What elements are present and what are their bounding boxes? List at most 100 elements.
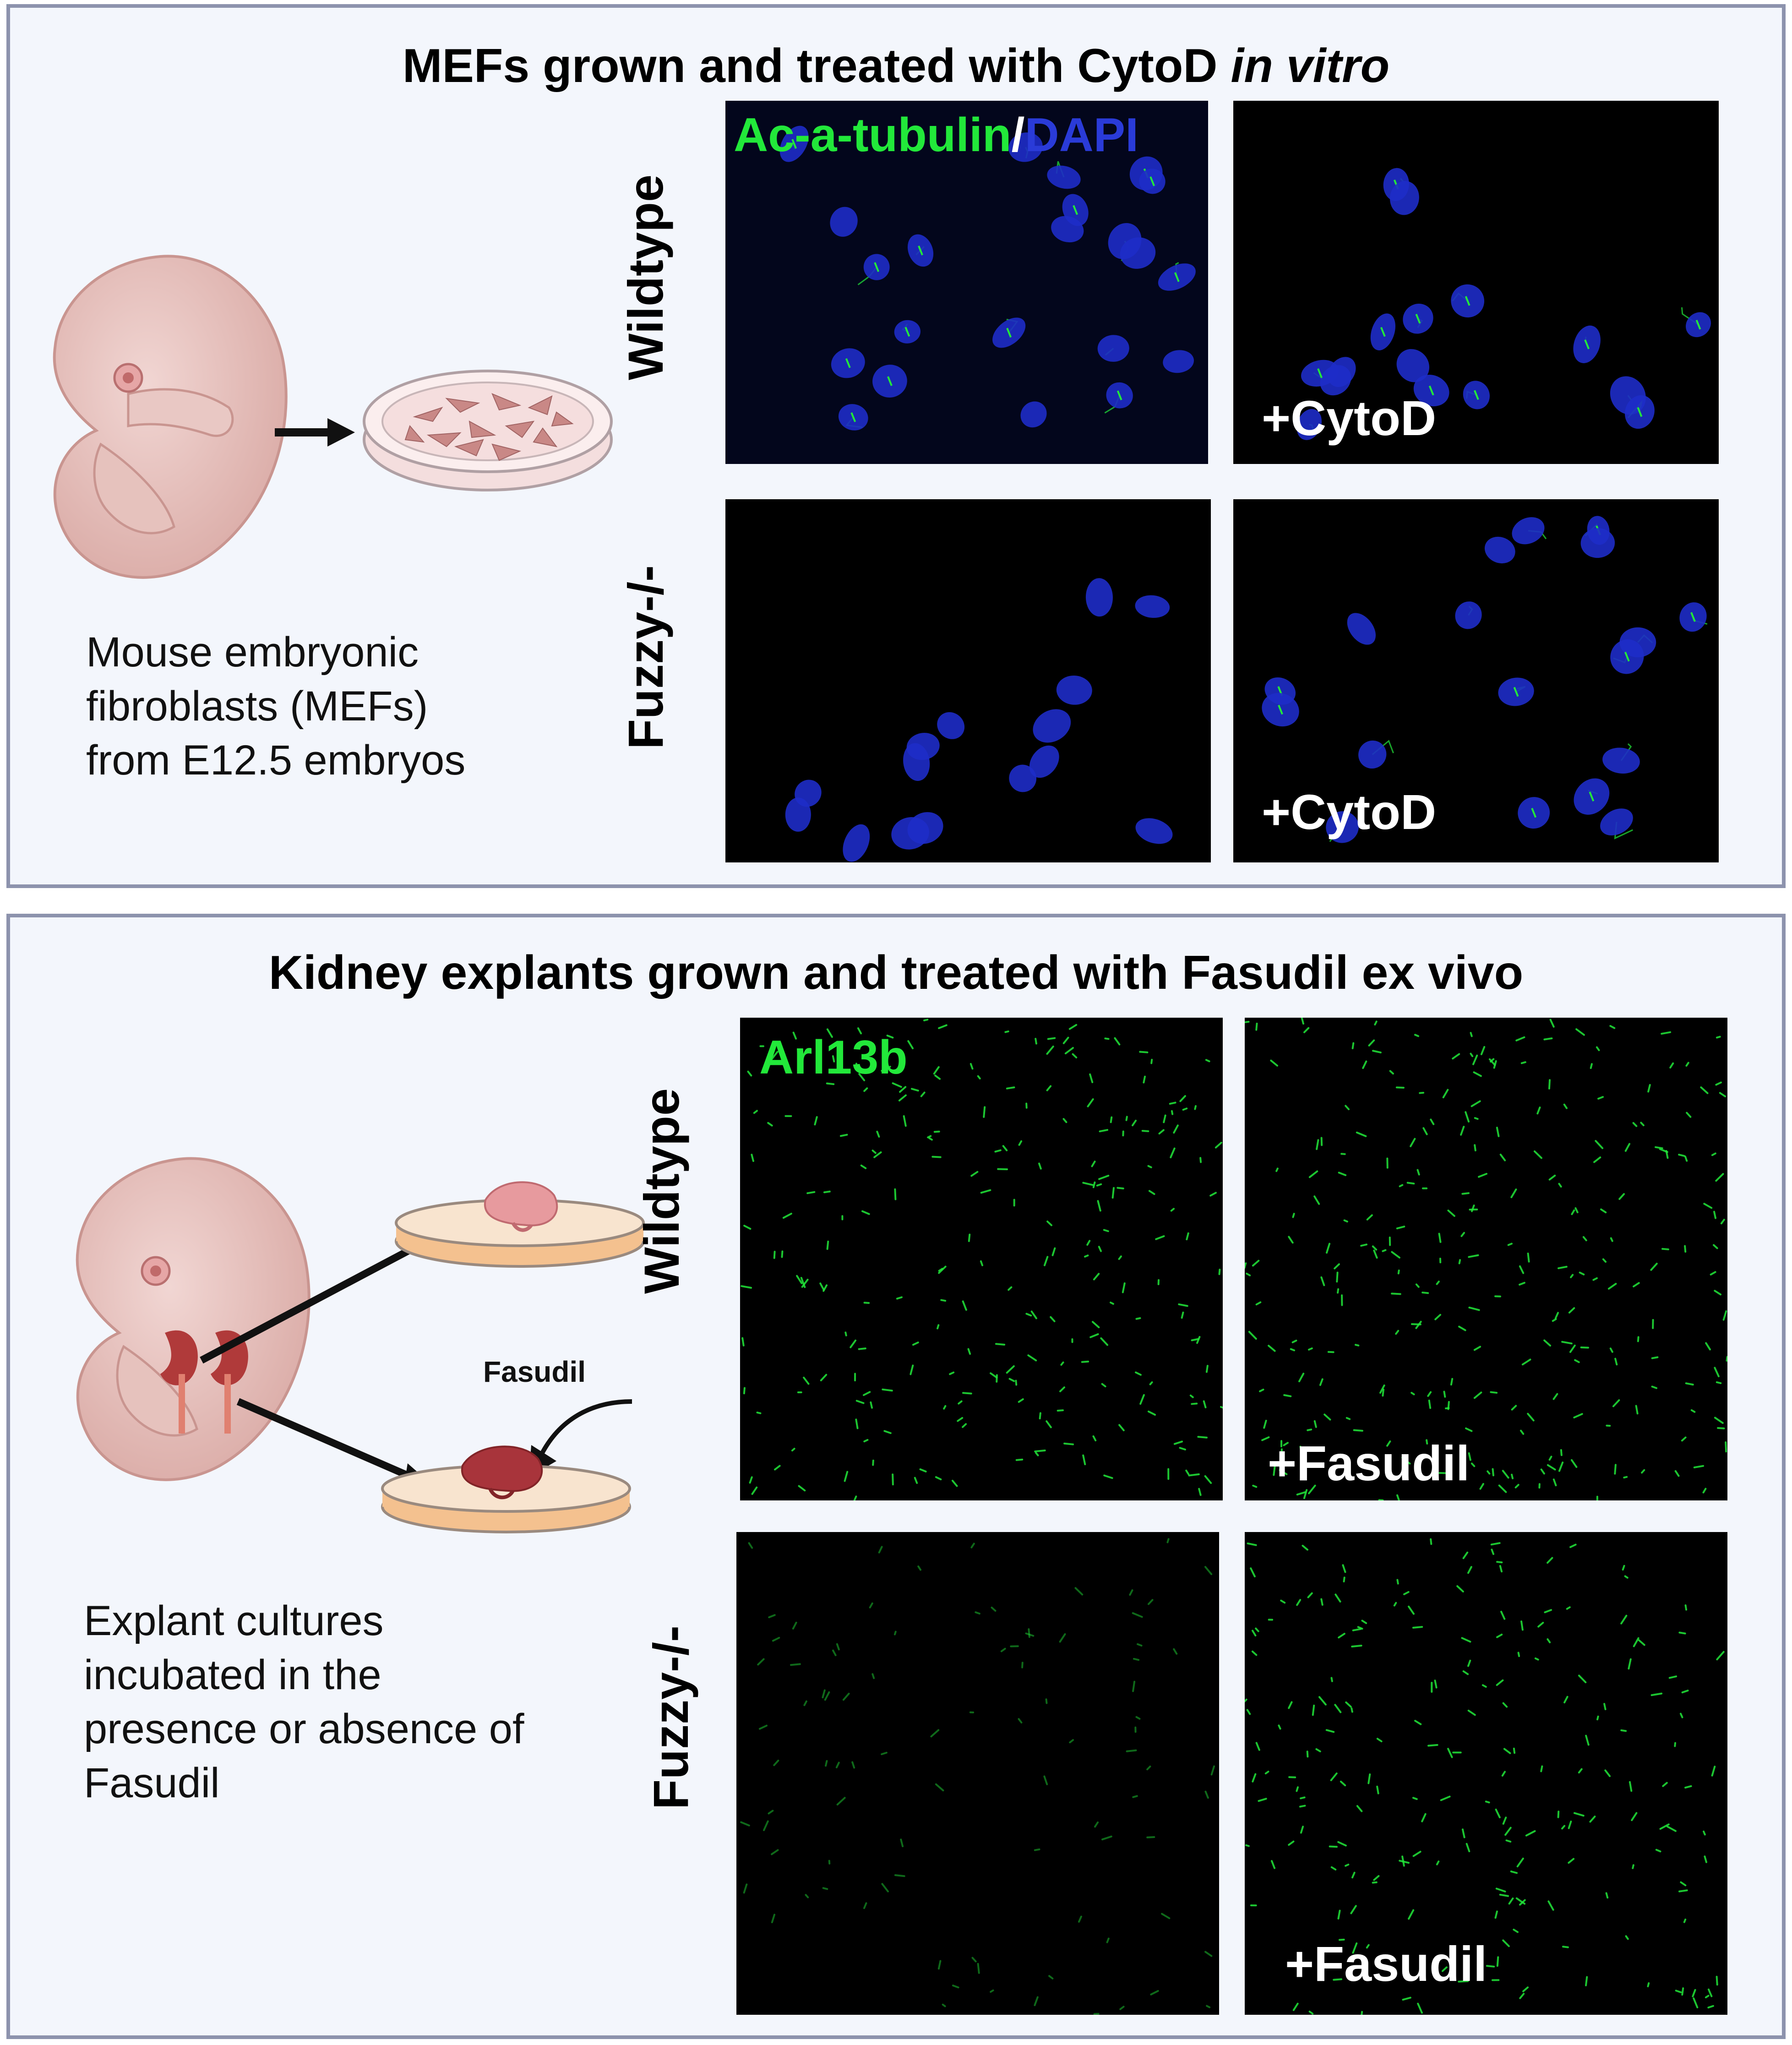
cilium-mark [1416, 1169, 1420, 1176]
cilium-mark [1255, 1742, 1260, 1751]
cilium-mark [1191, 1338, 1199, 1342]
cilium-mark [1043, 1775, 1048, 1785]
cilium-mark [1106, 1937, 1110, 1943]
cilium-mark [900, 1838, 904, 1848]
cilium-mark [1713, 1211, 1716, 1219]
cilium-mark [970, 1171, 979, 1177]
cilium-mark [1302, 1544, 1308, 1551]
cilium-mark [1255, 1022, 1258, 1031]
cilium-mark [1685, 1382, 1694, 1386]
cilium-mark [1520, 1620, 1524, 1631]
cilium-mark [1324, 1413, 1331, 1421]
cilium-mark [1158, 1129, 1165, 1135]
cilium-mark [1614, 1464, 1617, 1475]
cilium-mark [1060, 1361, 1064, 1366]
cilium-mark [844, 1471, 849, 1482]
cilium-mark [920, 1091, 926, 1097]
cilium-mark [927, 1135, 932, 1139]
cilium-mark [1021, 1662, 1024, 1669]
cilium-mark [1422, 1292, 1429, 1294]
cilium-mark [1204, 1475, 1212, 1484]
cilium-mark [792, 1621, 797, 1630]
cilium-mark [1189, 1394, 1194, 1398]
cilium-mark [1215, 1141, 1222, 1149]
cilium-mark [1579, 1271, 1585, 1276]
cilium-mark [1122, 1282, 1126, 1293]
cilium-mark [753, 1110, 758, 1114]
cilium-mark [824, 1691, 830, 1701]
cilium-mark [743, 1387, 746, 1395]
cilium-mark [1561, 1825, 1566, 1830]
cilium-mark [814, 1116, 818, 1126]
cilium-mark [1334, 1704, 1342, 1713]
cilium-mark [952, 1985, 959, 1989]
cilium-mark [1681, 1436, 1687, 1442]
cilium-mark [1288, 1236, 1294, 1244]
cilium-mark [994, 1149, 1002, 1153]
cilium-mark [1593, 1156, 1601, 1163]
arrow-right-icon [275, 418, 355, 447]
cilium-mark [1149, 176, 1155, 186]
cilium-mark [1034, 1996, 1039, 2007]
cilium-mark [1415, 314, 1421, 324]
cilium-mark [1252, 1484, 1258, 1488]
cilium-mark [1589, 791, 1595, 802]
cilium-mark [1205, 1364, 1209, 1373]
cilium-mark [1173, 1124, 1179, 1134]
cilium-mark [1519, 1282, 1525, 1286]
cilium-mark [1283, 1442, 1289, 1446]
cilium-mark [942, 2003, 946, 2007]
cilium-mark [1098, 1174, 1110, 1180]
cilium-mark [1372, 1881, 1378, 1884]
kidney-explant-dish-icon [395, 1181, 645, 1268]
cilium-mark [1320, 1276, 1325, 1287]
cilium-mark [1684, 1156, 1688, 1162]
cilium-mark [1574, 1207, 1579, 1213]
cilium-mark [1659, 1148, 1668, 1153]
cilium-mark [1707, 2005, 1714, 2009]
cilium-mark [1064, 1047, 1074, 1054]
cilium-mark [1716, 1381, 1722, 1384]
cilium-mark [1401, 1456, 1411, 1465]
cilium-mark [918, 245, 923, 256]
nucleus-mark [1455, 601, 1482, 629]
cilium-mark [1351, 1042, 1355, 1049]
cilium-mark [1135, 1371, 1142, 1376]
cilium-mark [1068, 1024, 1078, 1030]
cilium-mark [1345, 1864, 1350, 1867]
cilium-mark [1035, 1452, 1039, 1456]
cilium-mark [1474, 1117, 1479, 1120]
cilium-mark [1659, 1823, 1670, 1830]
cilium-mark [1307, 1429, 1313, 1431]
cilium-mark [1458, 1325, 1466, 1331]
stain-label: Ac-a-tubulin/DAPI [734, 108, 1138, 163]
cilium-mark [1674, 1470, 1680, 1477]
cilium-mark [1719, 1092, 1726, 1097]
cilium-mark [758, 1724, 768, 1730]
cilium-mark [1178, 1303, 1188, 1307]
cilium-mark [1614, 1358, 1618, 1366]
cilium-mark [1460, 1126, 1465, 1136]
nucleus-mark [1326, 811, 1359, 843]
cilium-mark [1283, 1394, 1292, 1397]
cilium-mark [871, 1149, 877, 1154]
cilium-mark [1566, 1606, 1571, 1610]
cilium-mark [1474, 1144, 1476, 1151]
cilium-mark [881, 1751, 888, 1756]
cilium-mark [1467, 1566, 1472, 1574]
cilium-mark [1440, 1795, 1451, 1801]
cilium-mark [1717, 1427, 1725, 1429]
cilium-mark [1573, 1413, 1583, 1418]
cilium-mark [1714, 1417, 1724, 1424]
cilium-mark [1563, 1103, 1568, 1109]
cilium-mark [1343, 1219, 1348, 1223]
cilium-mark [1651, 1385, 1658, 1389]
cilium-mark [1447, 1401, 1450, 1410]
cilium-mark [1465, 296, 1471, 306]
cilium-mark [1197, 1436, 1208, 1439]
cilium-mark [1471, 1204, 1475, 1212]
cilium-mark [1104, 1037, 1110, 1040]
cilium-mark [1411, 1391, 1415, 1396]
cilium-mark [768, 1810, 774, 1815]
cilium-mark [1510, 1188, 1517, 1199]
